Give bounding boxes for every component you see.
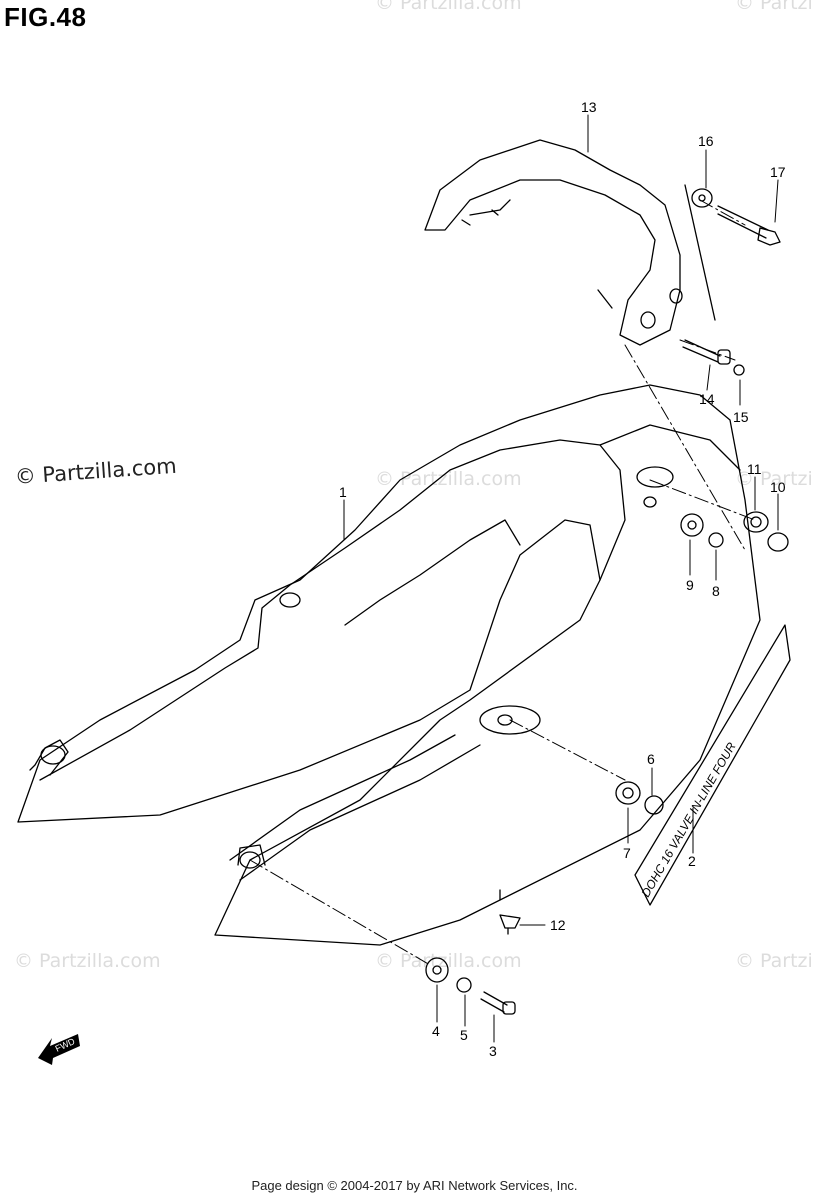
watermark: © Partzilla.com xyxy=(375,0,522,14)
watermark: © Partzilla.com xyxy=(14,950,161,972)
hardware xyxy=(425,188,789,1015)
decal-strip xyxy=(634,624,791,906)
callout-5: 5 xyxy=(460,1027,468,1043)
figure-title: FIG.48 xyxy=(4,2,87,32)
callout-7: 7 xyxy=(623,845,631,861)
callout-12: 12 xyxy=(550,917,566,933)
callout-2: 2 xyxy=(688,853,696,869)
watermark: © Partzi xyxy=(735,0,813,14)
watermark: © Partzi xyxy=(735,950,813,972)
callout-1: 1 xyxy=(339,484,347,500)
watermark: © Partzilla.com xyxy=(375,950,522,972)
callout-11: 11 xyxy=(747,461,762,477)
callout-10: 10 xyxy=(770,479,786,495)
grab-rail xyxy=(424,139,716,346)
callout-16: 16 xyxy=(698,133,714,149)
callout-4: 4 xyxy=(432,1023,440,1039)
callout-3: 3 xyxy=(489,1043,497,1059)
callout-9: 9 xyxy=(686,577,694,593)
callout-15: 15 xyxy=(733,409,749,425)
forward-arrow-icon: FWD xyxy=(38,1034,80,1065)
callout-14: 14 xyxy=(699,391,715,407)
seat-tail-cover xyxy=(17,384,761,946)
callout-17: 17 xyxy=(770,164,786,180)
callout-13: 13 xyxy=(581,99,597,115)
watermark: © Partzi xyxy=(735,468,813,490)
footer-copyright: Page design © 2004-2017 by ARI Network S… xyxy=(251,1178,578,1193)
callout-8: 8 xyxy=(712,583,720,599)
callout-6: 6 xyxy=(647,751,655,767)
